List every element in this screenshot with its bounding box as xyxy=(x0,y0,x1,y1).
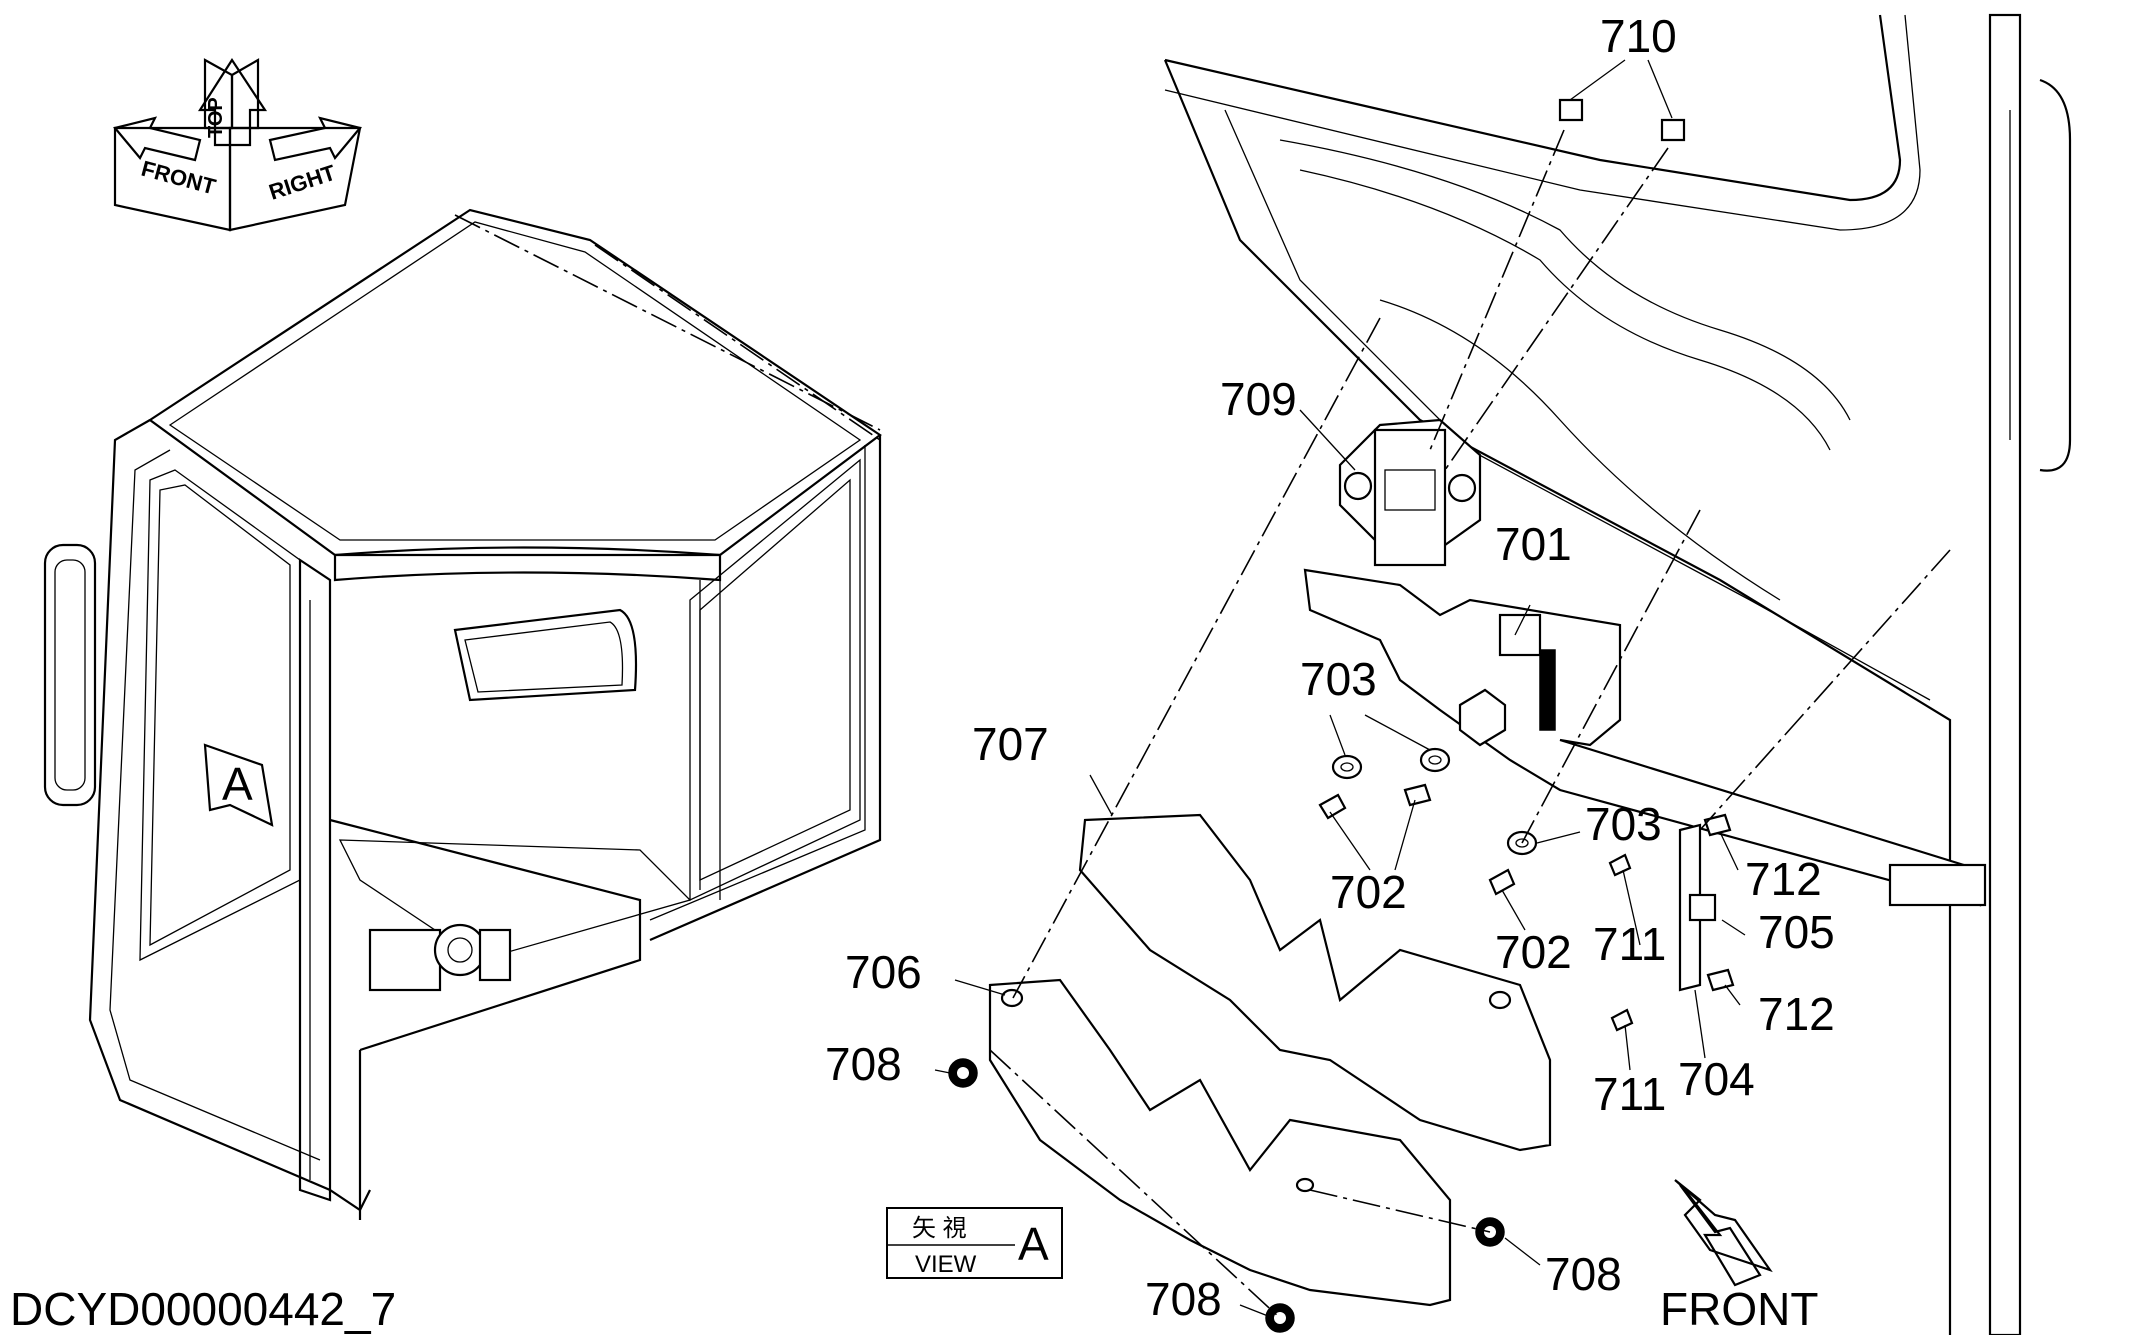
callout-711-lower: 711 xyxy=(1593,1068,1666,1120)
callout-701: 701 xyxy=(1495,518,1572,570)
callout-705: 705 xyxy=(1758,906,1835,958)
callout-712-lower: 712 xyxy=(1758,988,1835,1040)
callout-708-bottom: 708 xyxy=(1145,1273,1222,1325)
orientation-right-label: RIGHT xyxy=(266,160,339,205)
callout-708-right: 708 xyxy=(1545,1248,1622,1300)
callout-labels: 710 709 701 703 707 702 703 712 705 711 … xyxy=(825,10,1835,1325)
view-box-view: VIEW xyxy=(915,1251,977,1278)
front-label: FRONT xyxy=(1660,1283,1818,1335)
part-709-latch xyxy=(1338,418,1482,567)
callout-703-lower: 703 xyxy=(1585,798,1662,850)
callout-712-upper: 712 xyxy=(1745,853,1822,905)
callout-709: 709 xyxy=(1220,373,1297,425)
callout-702-lower: 702 xyxy=(1495,926,1572,978)
orientation-front-label: FRONT xyxy=(139,156,219,200)
callout-707: 707 xyxy=(972,718,1049,770)
latch-detail xyxy=(368,923,512,992)
part-706-cover xyxy=(988,978,1452,1307)
orientation-icon: FRONT RIGHT TOP xyxy=(113,57,362,232)
callout-703-upper: 703 xyxy=(1300,653,1377,705)
drawing-id: DCYD00000442_7 xyxy=(10,1283,396,1335)
callout-708-left: 708 xyxy=(825,1038,902,1090)
exploded-view xyxy=(948,13,2072,1335)
front-direction-arrow xyxy=(1674,1179,1773,1287)
leader-lines xyxy=(934,59,1746,1317)
view-marker-letter: A xyxy=(222,758,253,810)
view-a-label-box: 矢 視 VIEW A xyxy=(886,1207,1063,1279)
cab-overview: A xyxy=(43,208,882,1220)
callout-704: 704 xyxy=(1678,1053,1755,1105)
part-701-plate xyxy=(1303,568,1987,907)
callout-710: 710 xyxy=(1600,10,1677,62)
callout-702-upper: 702 xyxy=(1330,866,1407,918)
part-707-cover xyxy=(1078,813,1552,1152)
view-box-kanji: 矢 視 xyxy=(912,1215,967,1242)
washers-bolts xyxy=(1318,98,1735,1032)
view-box-letter: A xyxy=(1018,1218,1049,1270)
view-a-marker: A xyxy=(203,743,274,827)
callout-711-upper: 711 xyxy=(1593,918,1666,970)
orientation-top-label: TOP xyxy=(205,97,227,138)
part-704-bracket xyxy=(1678,823,1717,992)
callout-706: 706 xyxy=(845,946,922,998)
